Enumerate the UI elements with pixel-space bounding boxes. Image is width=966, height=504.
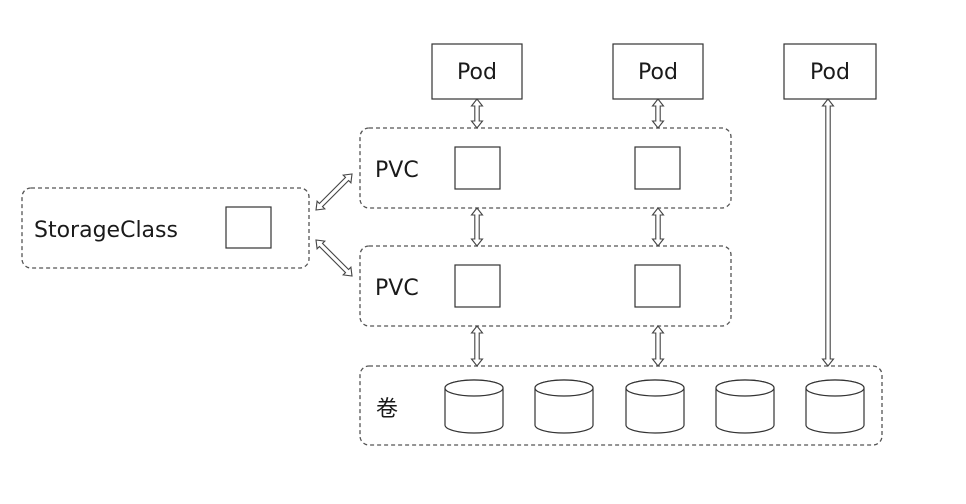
volume-cylinders [444,379,865,434]
volume-cylinder-top [805,379,865,397]
pod-3-label: Pod [810,60,850,85]
pvc-group-1: PVC [359,127,732,209]
pvc-1-claim-b [634,146,681,190]
volume-group: 卷 [359,365,883,446]
pod-2-label: Pod [638,60,678,85]
pvc-group-2: PVC [359,245,732,327]
storage-class-group: StorageClass [21,187,310,269]
pvc-2-claim-a [454,264,501,308]
pod-3: Pod [783,43,877,100]
arrow-storageclass-pvc2 [315,239,353,277]
pvc-2-label: PVC [375,276,419,301]
pod-1: Pod [431,43,523,100]
arrow-storageclass-pvc1 [315,173,353,211]
arrow-pvc1-pvc2-a [470,207,484,247]
pod-2: Pod [612,43,704,100]
arrow-pod2-pvc1 [651,98,665,129]
connection-arrows [315,98,835,367]
arrow-pod1-pvc1 [470,98,484,129]
arrow-pvc2-volume-a [470,325,484,367]
volume-cylinder-top [625,379,685,397]
pod-1-label: Pod [457,60,497,85]
volume-group-label: 卷 [376,397,398,422]
pvc-1-claim-a [454,146,501,190]
storage-class-label: StorageClass [34,218,178,243]
pvc-1-label: PVC [375,158,419,183]
volume-cylinder-top [534,379,594,397]
storage-class-box [225,206,272,249]
arrow-pvc2-volume-b [651,325,665,367]
arrow-pvc1-pvc2-b [651,207,665,247]
arrow-pod3-volume [821,98,835,367]
volume-cylinder-top [715,379,775,397]
pvc-2-claim-b [634,264,681,308]
volume-cylinder-top [444,379,504,397]
